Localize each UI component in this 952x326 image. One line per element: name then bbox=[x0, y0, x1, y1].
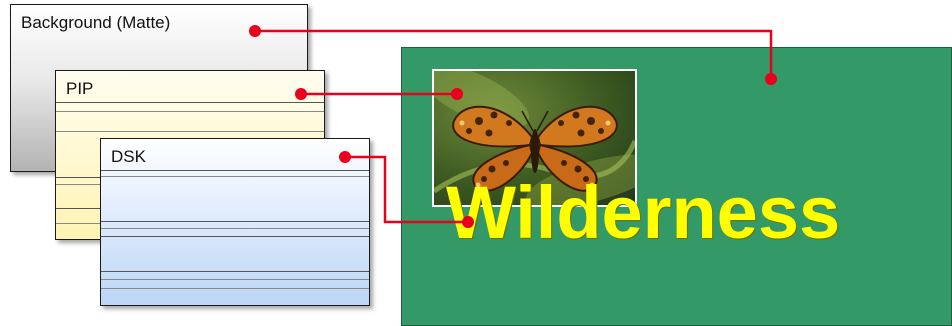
pip-connector-end-dot bbox=[451, 88, 463, 100]
butterfly-illustration bbox=[434, 71, 635, 205]
dsk-rule bbox=[101, 228, 369, 229]
dsk-rule bbox=[101, 271, 369, 272]
background-connector bbox=[255, 29, 773, 79]
dsk-label: DSK bbox=[111, 147, 146, 166]
dsk-rule bbox=[101, 176, 369, 177]
pip-label: PIP bbox=[66, 79, 94, 98]
wilderness-title-overlay: Wilderness bbox=[446, 171, 841, 254]
dsk-rule bbox=[101, 170, 369, 171]
dsk-rule bbox=[101, 288, 369, 289]
pip-connector-start-dot bbox=[295, 88, 307, 100]
dsk-rule bbox=[101, 221, 369, 222]
dsk-rule bbox=[101, 279, 369, 280]
dsk-connector bbox=[345, 155, 468, 224]
pip-rule bbox=[56, 131, 324, 132]
pip-rule bbox=[56, 102, 324, 103]
background-connector-end-dot bbox=[765, 73, 777, 85]
dsk-connector-start-dot bbox=[339, 151, 351, 163]
background-matte-label: Background (Matte) bbox=[21, 13, 171, 32]
dsk-connector-end-dot bbox=[462, 216, 474, 228]
pip-rule bbox=[56, 111, 324, 112]
background-connector-start-dot bbox=[249, 25, 261, 37]
dsk-rule bbox=[101, 236, 369, 237]
butterfly-photo bbox=[432, 69, 637, 207]
dsk-layer: DSK bbox=[100, 138, 370, 306]
